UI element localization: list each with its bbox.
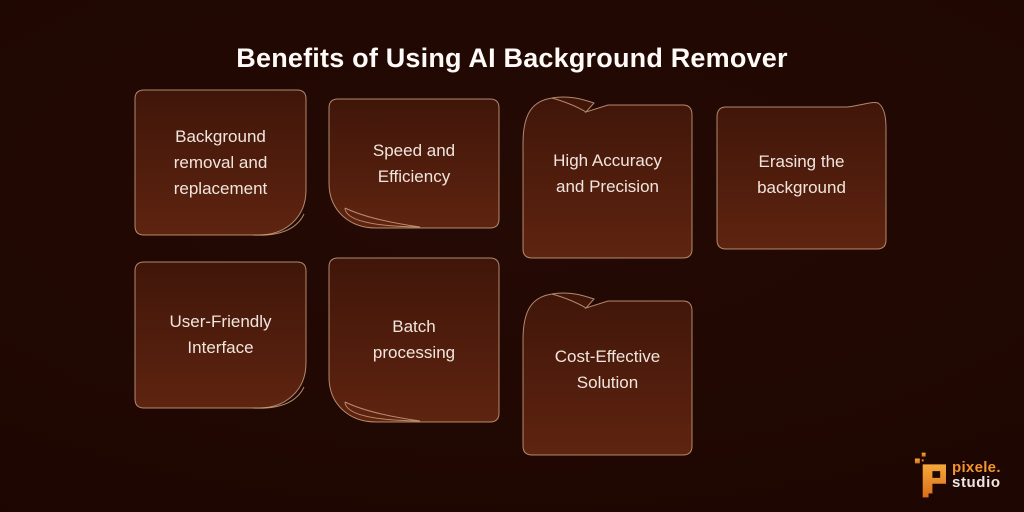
benefit-card-label: Background removal and replacement	[134, 89, 307, 236]
benefit-card-label-line: High Accuracy	[553, 150, 662, 170]
sticky-note-shape	[134, 89, 307, 236]
sticky-note-shape	[134, 261, 307, 409]
benefit-card-label: Batch processing	[328, 257, 500, 423]
benefit-card-label-line: and Precision	[555, 176, 659, 196]
benefit-card: High Accuracy and Precision	[522, 88, 693, 259]
sticky-note-shape	[328, 98, 500, 229]
sticky-note-shape	[716, 102, 887, 250]
brand-suffix: studio	[952, 474, 1001, 491]
benefit-card-label-line: Background	[175, 126, 266, 146]
sticky-note-shape	[522, 96, 693, 259]
benefit-card-label-line: processing	[372, 343, 456, 362]
benefit-card-label-line: Efficiency	[377, 166, 451, 186]
sticky-note-shape	[328, 257, 500, 423]
benefit-card: Background removal and replacement	[134, 89, 307, 236]
benefit-card-label-line: Erasing the	[758, 152, 845, 171]
benefit-card-label: High Accuracy and Precision	[522, 88, 693, 259]
benefit-card-label-line: Cost-Effective	[554, 347, 661, 366]
benefit-card-label: Erasing the background	[716, 100, 887, 250]
benefit-card-label-line: replacement	[173, 178, 268, 198]
brand-logo: pixele. studio	[913, 452, 1001, 498]
brand-wordmark: pixele. studio	[952, 460, 1001, 490]
sticky-note-shape	[522, 292, 693, 456]
benefit-card-label-line: Batch	[392, 317, 436, 336]
pixele-studio-logo-icon	[914, 452, 946, 498]
benefit-card-label-line: Interface	[187, 338, 254, 357]
page-title: Benefits of Using AI Background Remover	[236, 43, 788, 74]
benefit-card-label-line: Speed and	[372, 140, 456, 160]
benefit-card-label-line: removal and	[173, 152, 268, 172]
benefit-card-label-line: background	[757, 178, 846, 197]
benefit-card-label-line: User-Friendly	[169, 312, 272, 331]
brand-name: pixele.	[952, 459, 1001, 476]
benefit-card: Erasing the background	[716, 100, 887, 250]
benefit-card-label-line: Solution	[576, 373, 639, 392]
benefit-card: Batch processing	[328, 257, 500, 423]
